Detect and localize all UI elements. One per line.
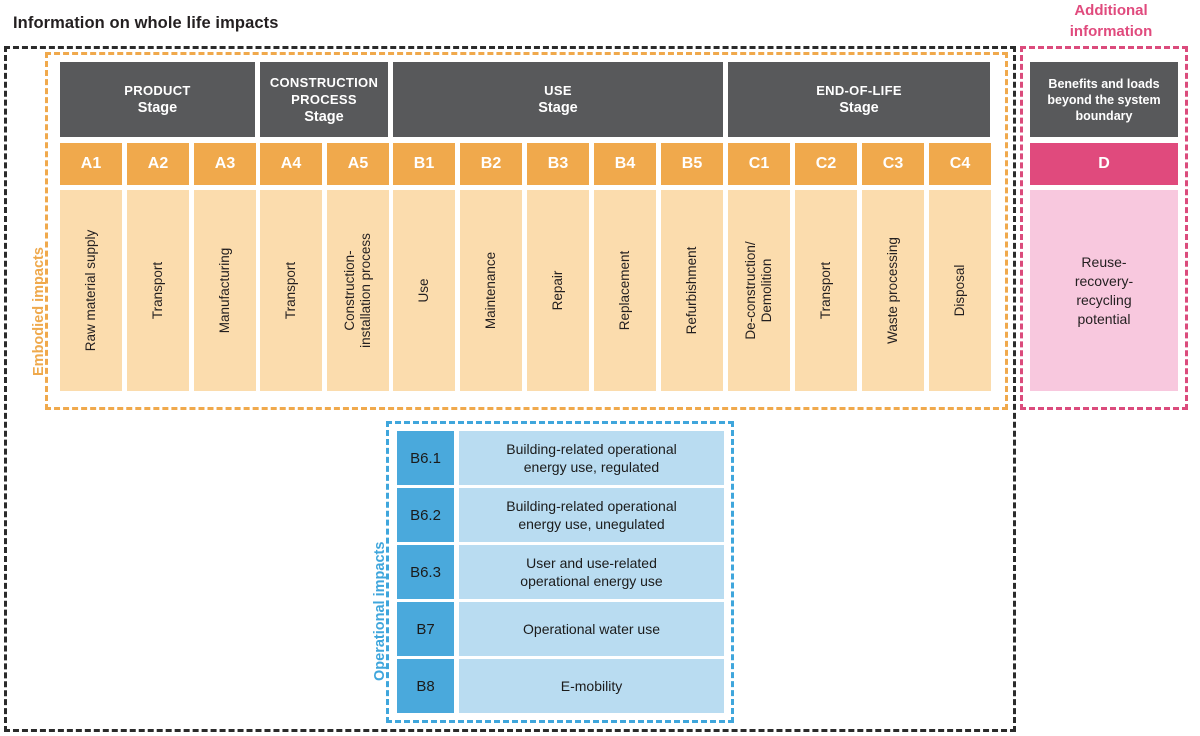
operational-code-b8: B8	[397, 659, 454, 713]
module-code-b4: B4	[594, 143, 656, 185]
stage-header-eol-lower: Stage	[839, 100, 879, 116]
module-label-a1: Raw material supply	[83, 229, 98, 352]
module-code-a2: A2	[127, 143, 189, 185]
module-cell-b4: Replacement	[594, 190, 656, 391]
operational-impacts-label: Operational impacts	[372, 541, 388, 681]
operational-code-b6-1: B6.1	[397, 431, 454, 485]
module-code-c2: C2	[795, 143, 857, 185]
stage-header-eol-upper: END-OF-LIFE	[816, 83, 902, 98]
module-code-c4: C4	[929, 143, 991, 185]
module-cell-a4: Transport	[260, 190, 322, 391]
stage-header-construction-lower: Stage	[304, 108, 344, 125]
stage-header-product-upper: PRODUCT	[124, 83, 191, 98]
module-code-c3: C3	[862, 143, 924, 185]
module-cell-a1: Raw material supply	[60, 190, 122, 391]
module-cell-c1: De-construction/Demolition	[728, 190, 790, 391]
module-cell-b5: Refurbishment	[661, 190, 723, 391]
benefits-and-loads-header: Benefits and loads beyond the system bou…	[1030, 62, 1178, 137]
operational-label-b7: Operational water use	[459, 602, 724, 656]
module-code-a3: A3	[194, 143, 256, 185]
module-label-a5: Construction-installation process	[342, 233, 373, 348]
module-code-a5: A5	[327, 143, 389, 185]
module-code-c1: C1	[728, 143, 790, 185]
stage-header-product-lower: Stage	[137, 100, 178, 116]
module-code-b1: B1	[393, 143, 455, 185]
stage-header-end-of-life: END-OF-LIFE Stage	[728, 62, 990, 137]
operational-code-b7: B7	[397, 602, 454, 656]
module-cell-a5: Construction-installation process	[327, 190, 389, 391]
module-label-b4: Replacement	[617, 250, 632, 331]
module-label-b1: Use	[416, 278, 431, 303]
operational-impacts-boundary	[386, 421, 734, 723]
module-label-b5: Refurbishment	[684, 246, 699, 335]
module-code-b2: B2	[460, 143, 522, 185]
module-code-b5: B5	[661, 143, 723, 185]
module-cell-c3: Waste processing	[862, 190, 924, 391]
module-label-c1: De-construction/Demolition	[743, 241, 774, 340]
module-cell-a2: Transport	[127, 190, 189, 391]
module-label-b3: Repair	[550, 270, 565, 311]
module-label-c3: Waste processing	[885, 237, 900, 344]
module-label-b2: Maintenance	[483, 251, 498, 330]
module-code-b3: B3	[527, 143, 589, 185]
module-label-a2: Transport	[150, 261, 165, 320]
whole-life-impacts-boundary	[4, 46, 1016, 732]
module-cell-c2: Transport	[795, 190, 857, 391]
stage-header-use-upper: USE	[544, 83, 572, 98]
embodied-impacts-boundary	[45, 52, 1008, 410]
module-label-a3: Manufacturing	[217, 247, 232, 334]
module-cell-b1: Use	[393, 190, 455, 391]
additional-information-boundary	[1020, 46, 1188, 410]
stage-header-use-lower: Stage	[538, 100, 578, 116]
module-cell-b3: Repair	[527, 190, 589, 391]
module-code-a4: A4	[260, 143, 322, 185]
module-cell-b2: Maintenance	[460, 190, 522, 391]
operational-code-b6-2: B6.2	[397, 488, 454, 542]
page-title: Information on whole life impacts	[13, 14, 279, 32]
module-label-c2: Transport	[818, 261, 833, 320]
operational-label-b8: E-mobility	[459, 659, 724, 713]
module-code-a1: A1	[60, 143, 122, 185]
module-code-d: D	[1030, 143, 1178, 185]
module-label-c4: Disposal	[952, 264, 967, 317]
module-label-a4: Transport	[283, 261, 298, 320]
module-cell-c4: Disposal	[929, 190, 991, 391]
operational-code-b6-3: B6.3	[397, 545, 454, 599]
embodied-impacts-label: Embodied impacts	[31, 247, 47, 376]
module-cell-a3: Manufacturing	[194, 190, 256, 391]
stage-header-use: USE Stage	[393, 62, 723, 137]
stage-header-product: PRODUCT Stage	[60, 62, 255, 137]
